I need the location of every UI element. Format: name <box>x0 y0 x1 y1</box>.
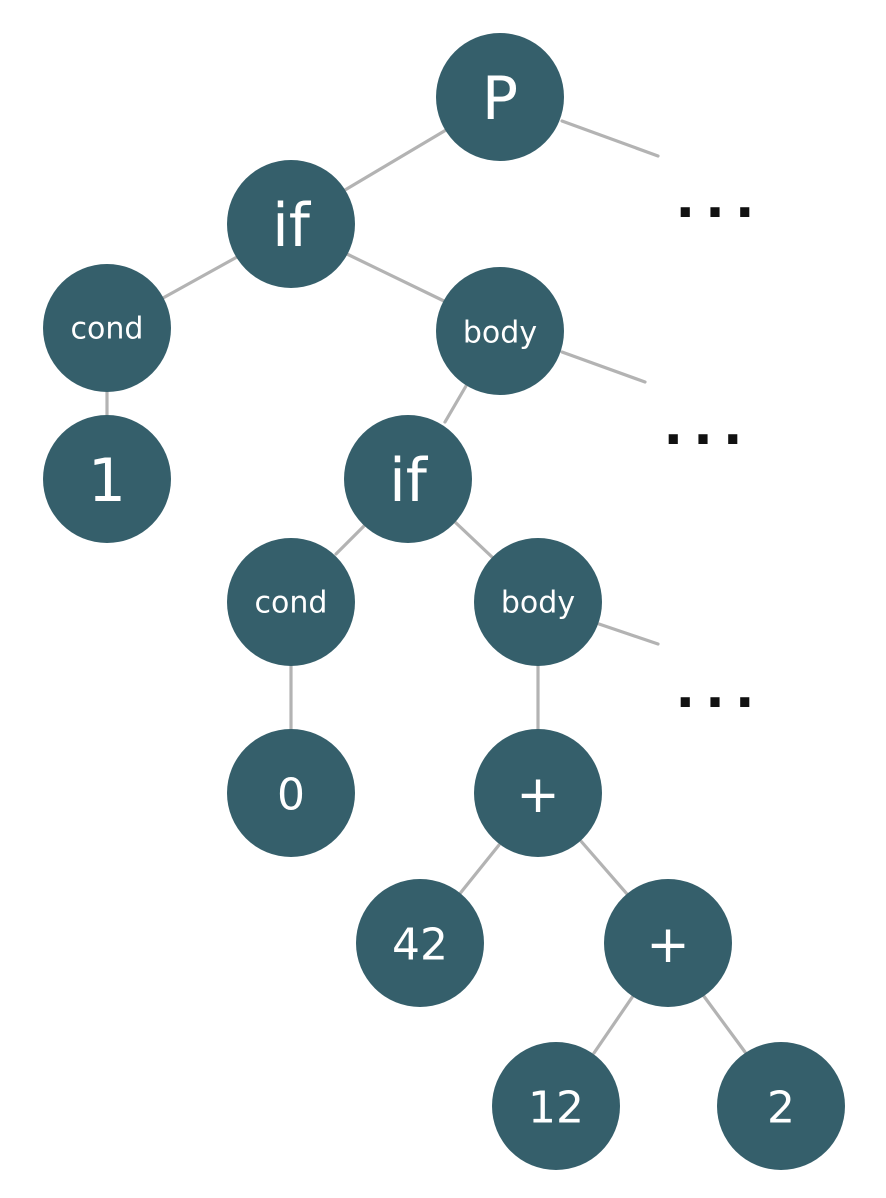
edge-plus2-n2 <box>701 993 747 1054</box>
node-plus-inner: + <box>604 879 732 1007</box>
node-p-label: P <box>482 64 518 134</box>
node-12: 12 <box>492 1042 620 1170</box>
node-p: P <box>436 33 564 161</box>
node-if-outer: if <box>227 160 355 288</box>
node-if-inner-label: if <box>389 446 429 516</box>
ellipsis-markers: ... ... ... <box>663 170 764 720</box>
node-one: 1 <box>43 415 171 543</box>
edge-body2-more <box>597 622 660 646</box>
tree-edges <box>105 119 747 1055</box>
edge-p-more <box>560 119 660 158</box>
node-42-label: 42 <box>392 920 448 971</box>
ellipsis-top: ... <box>675 170 764 230</box>
node-plus-outer-label: + <box>516 765 560 825</box>
node-plus-outer: + <box>474 729 602 857</box>
edge-if1-body1 <box>345 252 448 304</box>
node-cond-inner: cond <box>227 538 355 666</box>
edge-plus1-plus2 <box>578 838 629 896</box>
edge-plus1-n42 <box>456 843 501 898</box>
node-if-inner: if <box>344 415 472 543</box>
node-zero: 0 <box>227 729 355 857</box>
node-body-inner: body <box>474 538 602 666</box>
node-body-outer: body <box>436 267 564 395</box>
node-2: 2 <box>717 1042 845 1170</box>
edge-if1-cond1 <box>161 255 239 300</box>
node-one-label: 1 <box>88 446 126 516</box>
edge-if2-body2 <box>453 520 494 559</box>
node-body-outer-label: body <box>463 316 537 351</box>
node-if-outer-label: if <box>272 191 312 261</box>
edge-body1-more <box>560 350 647 384</box>
node-plus-inner-label: + <box>646 915 690 975</box>
ellipsis-bottom: ... <box>675 660 764 720</box>
edge-if2-cond2 <box>334 523 367 556</box>
node-zero-label: 0 <box>277 770 305 821</box>
node-12-label: 12 <box>528 1083 584 1134</box>
node-cond-outer: cond <box>43 264 171 392</box>
node-body-inner-label: body <box>501 586 575 621</box>
node-cond-outer-label: cond <box>71 312 144 347</box>
edge-p-if1 <box>343 128 448 192</box>
edge-body1-if2 <box>443 384 468 424</box>
node-cond-inner-label: cond <box>255 586 328 621</box>
ellipsis-middle: ... <box>663 397 752 457</box>
node-42: 42 <box>356 879 484 1007</box>
edge-plus2-n12 <box>592 994 635 1055</box>
node-2-label: 2 <box>767 1083 795 1134</box>
